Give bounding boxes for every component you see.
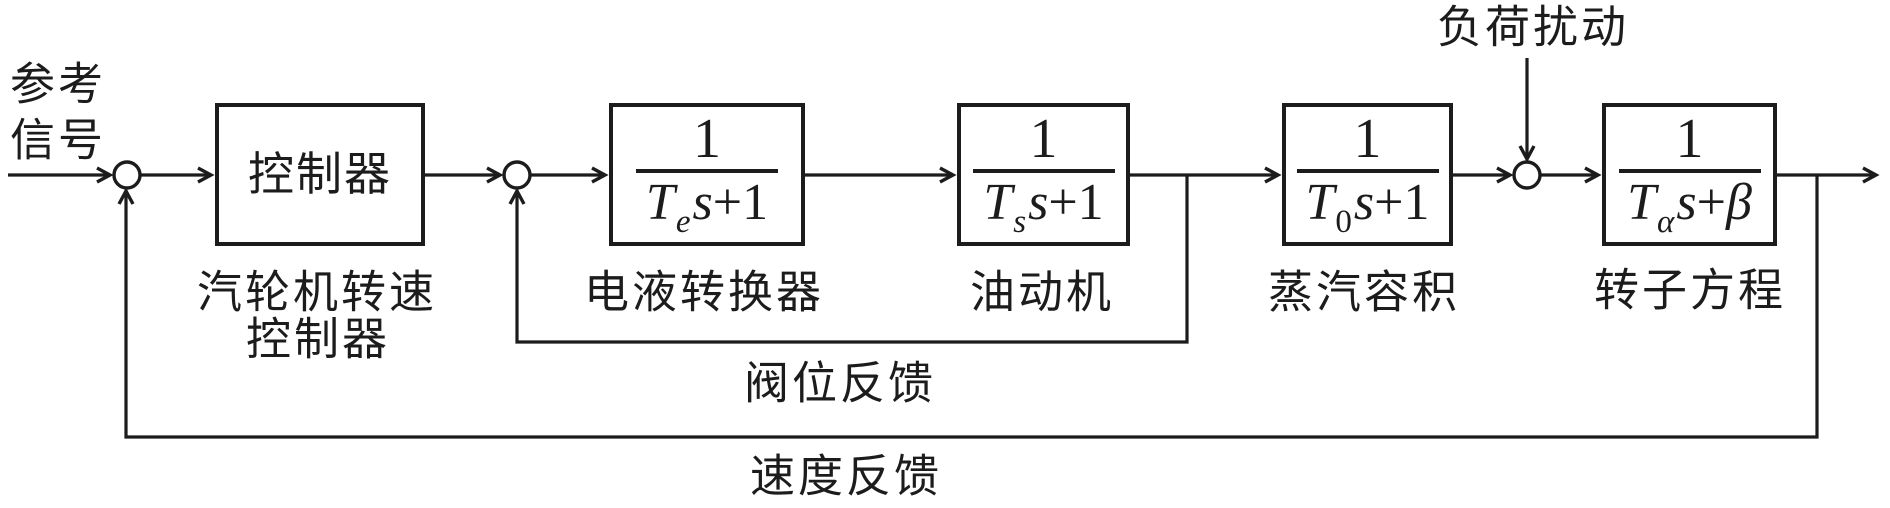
block-steam-volume: 1 T0s+1: [1282, 103, 1453, 246]
summing-junction-1: [112, 160, 142, 190]
load-disturbance-label: 负荷扰动: [1436, 2, 1630, 53]
converter-caption: 电液转换器: [583, 267, 825, 318]
tf-denominator: Tes+1: [645, 173, 769, 240]
speed-feedback-label: 速度反馈: [749, 451, 943, 502]
tf-numerator: 1: [693, 107, 721, 170]
speed-feedback-path: [117, 175, 1819, 439]
controller-block-text: 控制器: [248, 148, 392, 200]
transfer-function-steam-volume: 1 T0s+1: [1296, 107, 1439, 240]
reference-signal-label-line1: 参考: [9, 59, 107, 110]
fraction-bar: [636, 168, 778, 173]
tf-numerator: 1: [1029, 107, 1058, 170]
steam-volume-caption: 蒸汽容积: [1267, 267, 1461, 318]
tf-denominator: T0s+1: [1305, 173, 1430, 240]
tf-numerator: 1: [1675, 107, 1704, 170]
tf-denominator: Tss+1: [983, 173, 1104, 240]
tf-denominator: Tαs+β: [1627, 173, 1752, 240]
block-servomotor: 1 Tss+1: [957, 103, 1130, 246]
valve-feedback-label: 阀位反馈: [743, 358, 937, 409]
servomotor-caption: 油动机: [969, 267, 1115, 318]
transfer-function-converter: 1 Tes+1: [636, 107, 778, 240]
block-electro-hydraulic-converter: 1 Tes+1: [609, 103, 805, 246]
fraction-bar: [1296, 168, 1439, 173]
rotor-caption: 转子方程: [1593, 265, 1787, 316]
reference-signal-label-line2: 信号: [9, 115, 107, 166]
summing-junction-2: [502, 160, 532, 190]
block-controller: 控制器: [215, 103, 425, 246]
controller-caption-line2: 控制器: [245, 314, 391, 365]
transfer-function-rotor: 1 Tαs+β: [1618, 107, 1761, 240]
valve-feedback-path: [508, 175, 1189, 344]
tf-numerator: 1: [1353, 107, 1382, 170]
fraction-bar: [1618, 168, 1761, 173]
controller-caption-line1: 汽轮机转速: [196, 267, 438, 318]
transfer-function-servomotor: 1 Tss+1: [972, 107, 1115, 240]
block-rotor-equation: 1 Tαs+β: [1602, 103, 1777, 246]
fraction-bar: [972, 168, 1115, 173]
summing-junction-3: [1512, 160, 1542, 190]
